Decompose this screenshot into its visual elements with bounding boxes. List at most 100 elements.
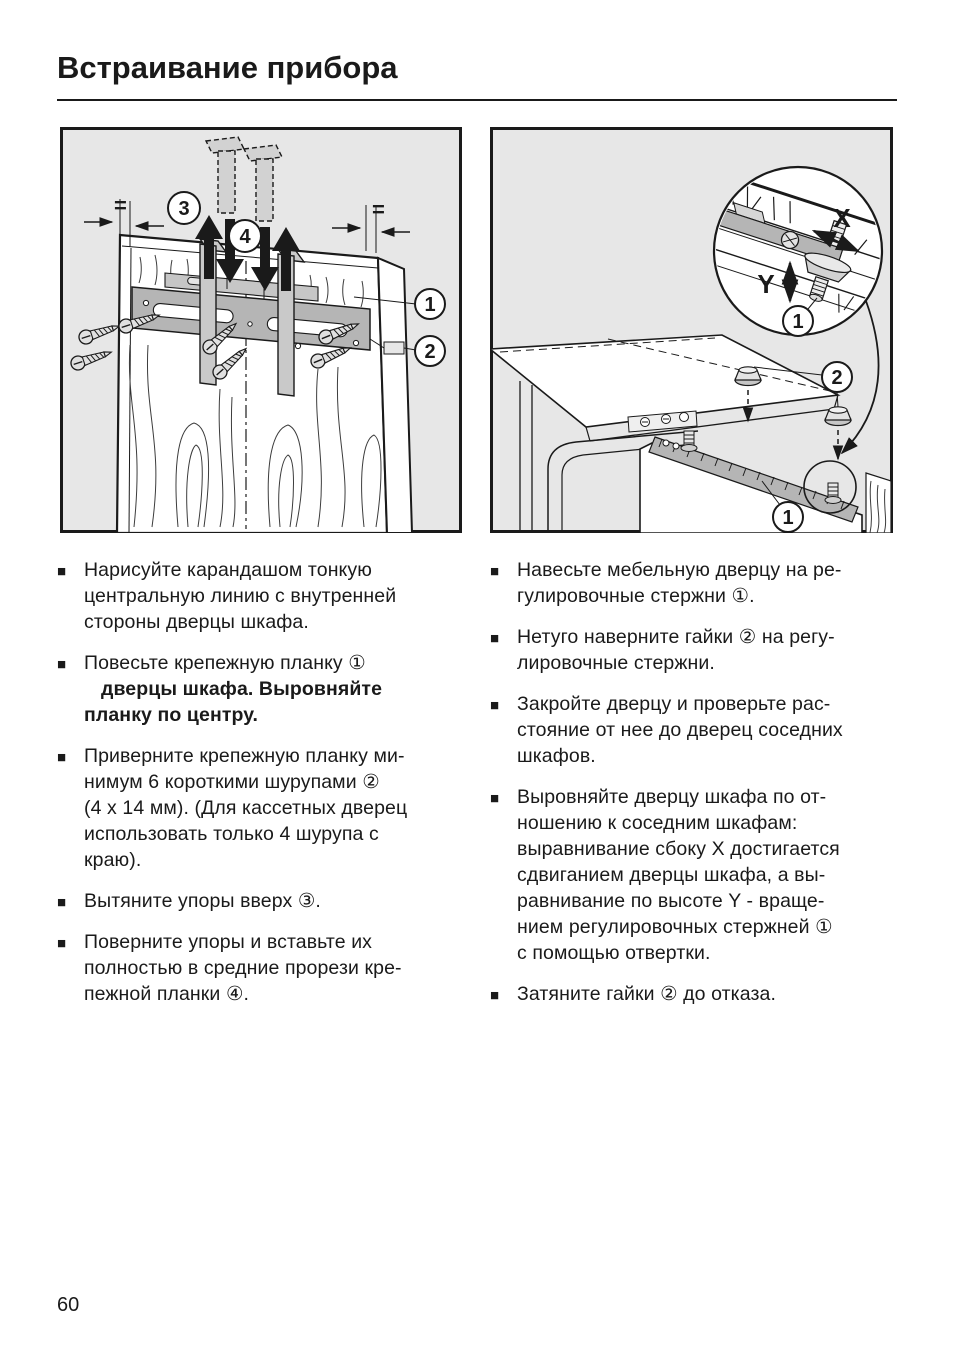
instruction-line: (4 x 14 мм). (Для кассетных дверец <box>84 797 408 819</box>
page-title: Встраивание прибора <box>57 50 398 85</box>
instruction-line: Выровняйте дверцу шкафа по от- <box>517 786 827 808</box>
stops-dashed <box>204 136 284 222</box>
instruction-line: нимум 6 короткими шурупами ② <box>84 771 380 793</box>
appliance-front <box>519 381 699 533</box>
up-arrow-icon <box>195 215 223 279</box>
instruction-item: ■ Затяните гайки ② до отказа. <box>490 981 920 1007</box>
svg-text:1: 1 <box>424 294 435 316</box>
bullet-square-icon: ■ <box>490 790 500 807</box>
callout-4: 4 <box>228 219 262 253</box>
callout-2: 2 <box>414 335 446 367</box>
instruction-line: Затяните гайки ② до отказа. <box>517 983 776 1005</box>
bullet-square-icon: ■ <box>57 656 67 673</box>
callout-leaders <box>353 296 417 355</box>
instruction-line: гулировочные стержни ①. <box>517 585 755 607</box>
bullet-square-icon: ■ <box>490 697 500 714</box>
highlight-circle <box>803 460 857 514</box>
detail-inset: X Y 1 <box>712 165 884 337</box>
instruction-line: стороны дверцы шкафа. <box>84 611 309 633</box>
title-rule <box>57 99 897 101</box>
bullet-square-icon: ■ <box>57 894 67 911</box>
bullet-square-icon: ■ <box>57 563 67 580</box>
instruction-line: Приверните крепежную планку ми- <box>84 745 405 767</box>
instruction-line: центральную линию с внутренней <box>84 585 397 607</box>
nut-icon <box>734 366 762 387</box>
instruction-line: Нетуго наверните гайки ② на регу- <box>517 626 835 648</box>
page-number: 60 <box>57 1294 80 1316</box>
equal-mark: = <box>372 197 385 222</box>
svg-text:2: 2 <box>424 341 435 363</box>
svg-text:4: 4 <box>239 226 251 248</box>
adjusting-rail <box>648 436 859 523</box>
callout-3: 3 <box>167 191 201 225</box>
x-axis-label: X <box>833 203 851 233</box>
callout-1: 1 <box>414 288 446 320</box>
instruction-item: ■ Нетуго наверните гайки ② на регу- лиро… <box>490 624 920 676</box>
instruction-item: ■ Приверните крепежную планку ми- нимум … <box>57 743 487 873</box>
instruction-item: ■ Поверните упоры и вставьте их полность… <box>57 929 487 1007</box>
bullet-square-icon: ■ <box>490 563 500 580</box>
instruction-line: Закройте дверцу и проверьте рас- <box>517 693 831 715</box>
instruction-line: нием регулировочных стержней ① <box>517 916 833 938</box>
dimension-right: = <box>332 197 410 253</box>
instruction-item: ■ Вытяните упоры вверх ③. <box>57 888 487 914</box>
instruction-line: планку по центру. <box>84 704 258 726</box>
y-axis-label: Y <box>757 269 774 299</box>
instruction-item: ■ Навесьте мебельную дверцу на ре- гулир… <box>490 557 920 609</box>
bullet-square-icon: ■ <box>57 935 67 952</box>
instruction-item: ■ Нарисуйте карандашом тонкую центральну… <box>57 557 487 635</box>
instruction-line: стояние от нее до дверец соседних <box>517 719 843 741</box>
figure-left-diagram: = = <box>60 127 462 533</box>
instruction-line: выравнивание сбоку X достигается <box>517 838 840 860</box>
inset-callout-1: 1 <box>782 305 814 337</box>
svg-text:2: 2 <box>831 367 842 389</box>
bullet-square-icon: ■ <box>490 987 500 1004</box>
down-arrow-icon <box>216 219 244 283</box>
svg-text:1: 1 <box>792 311 803 333</box>
instruction-item: ■ Закройте дверцу и проверьте рас- стоян… <box>490 691 920 769</box>
instruction-line: Поверните упоры и вставьте их <box>84 931 373 953</box>
instruction-line: с помощью отвертки. <box>517 942 711 964</box>
bullet-square-icon: ■ <box>57 749 67 766</box>
instructions-left-column: ■ Нарисуйте карандашом тонкую центральну… <box>57 557 487 1022</box>
adjusting-rod <box>680 430 698 452</box>
furniture-door <box>639 430 863 533</box>
down-arrow-icon <box>251 227 279 291</box>
svg-text:1: 1 <box>782 507 793 529</box>
instruction-line: равнивание по высоте Y - враще- <box>517 890 825 912</box>
inset-pointer-arrow <box>840 300 880 455</box>
instruction-item: ■ Повесьте крепежную планку ① дверцы шка… <box>57 650 487 728</box>
instruction-line: Повесьте крепежную планку ① <box>84 652 366 674</box>
instructions-right-column: ■ Навесьте мебельную дверцу на ре- гулир… <box>490 557 920 1022</box>
instruction-line: ношению к соседним шкафам: <box>517 812 798 834</box>
cabinet-top <box>490 334 841 442</box>
hinge-parts <box>627 410 698 433</box>
figure-right-diagram: X Y 1 2 1 <box>490 127 893 533</box>
instruction-line: полностью в средние прорези кре- <box>84 957 402 979</box>
instruction-line: краю). <box>84 849 142 871</box>
instruction-line: сдвиганием дверцы шкафа, а вы- <box>517 864 826 886</box>
instruction-line: Навесьте мебельную дверцу на ре- <box>517 559 842 581</box>
instruction-line: Нарисуйте карандашом тонкую <box>84 559 372 581</box>
side-wood-panel <box>865 472 892 533</box>
svg-text:3: 3 <box>178 198 189 220</box>
direction-arrows <box>195 215 300 291</box>
instruction-line: Вытяните упоры вверх ③. <box>84 890 321 912</box>
instruction-item: ■ Выровняйте дверцу шкафа по от- ношению… <box>490 784 920 966</box>
callout-1: 1 <box>772 501 804 533</box>
nut-icon <box>824 406 852 427</box>
up-arrow-icon <box>272 227 300 291</box>
instruction-line: использовать только 4 шурупа с <box>84 823 379 845</box>
instruction-line: лировочные стержни. <box>517 652 715 674</box>
bullet-square-icon: ■ <box>490 630 500 647</box>
instruction-line: дверцы шкафа. Выровняйте <box>101 678 383 700</box>
callout-leaders <box>753 366 839 506</box>
figure-door-adjustment: X Y 1 2 1 <box>490 127 893 533</box>
figure-bracket-mounting: = = <box>60 127 462 533</box>
adjusting-rod <box>824 482 842 504</box>
instruction-line: пежной планки ④. <box>84 983 250 1005</box>
x-adjust-arrow <box>811 229 861 253</box>
instruction-line: шкафов. <box>517 745 596 767</box>
callout-2: 2 <box>821 361 853 393</box>
